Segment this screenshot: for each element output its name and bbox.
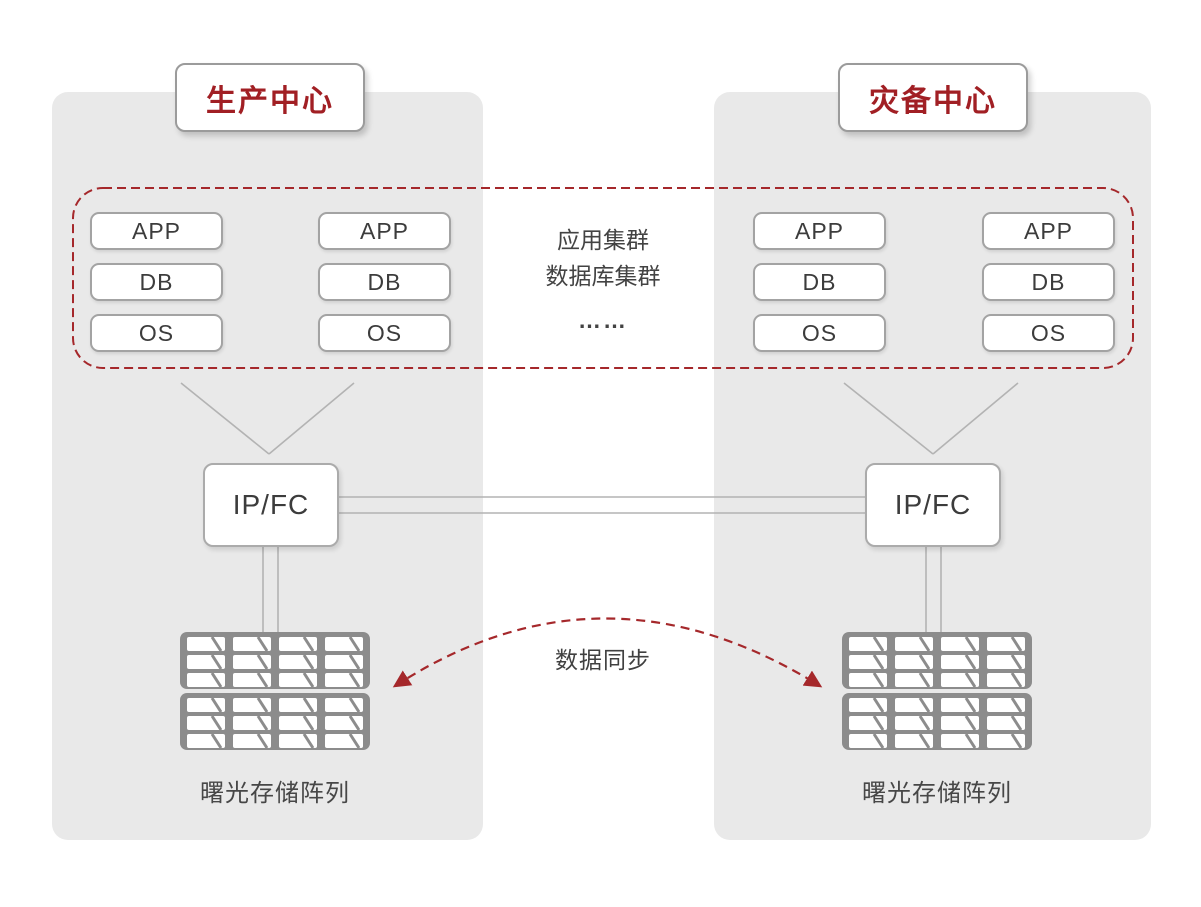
- prod-node2-os-box: OS: [318, 314, 451, 352]
- prod-node1-app-label: APP: [131, 217, 182, 244]
- production-center-title: 生产中心: [175, 63, 365, 132]
- prod-node2-db-box: DB: [318, 263, 451, 301]
- dr-node2-os-label: OS: [1030, 319, 1067, 346]
- prod-node2-os-label: OS: [366, 319, 403, 346]
- dr-node1-app-label: APP: [794, 217, 845, 244]
- prod-node1-db-label: DB: [139, 268, 174, 295]
- production-center-title-label: 生产中心: [206, 84, 334, 118]
- disaster-recovery-title-label: 灾备中心: [869, 84, 997, 118]
- prod-node2-app-label: APP: [359, 217, 410, 244]
- dr-node1-db-box: DB: [753, 263, 886, 301]
- prod-ipfc-switch-box: IP/FC: [203, 463, 339, 547]
- dr-node1-db-label: DB: [802, 268, 837, 295]
- prod-ipfc-switch-label: IP/FC: [232, 489, 310, 520]
- disaster-recovery-title: 灾备中心: [838, 63, 1028, 132]
- dr-node2-app-label: APP: [1023, 217, 1074, 244]
- prod-node1-os-box: OS: [90, 314, 223, 352]
- dr-node2-app-box: APP: [982, 212, 1115, 250]
- dr-node1-app-box: APP: [753, 212, 886, 250]
- cluster-note-line1: 应用集群: [557, 227, 649, 253]
- prod-node1-app-box: APP: [90, 212, 223, 250]
- prod-node1-db-box: DB: [90, 263, 223, 301]
- cluster-note: 应用集群 数据库集群 ……: [463, 222, 743, 338]
- prod-node1-os-label: OS: [138, 319, 175, 346]
- prod-storage-label: 曙光存储阵列: [200, 780, 350, 807]
- dr-node2-os-box: OS: [982, 314, 1115, 352]
- dr-node2-db-box: DB: [982, 263, 1115, 301]
- prod-storage-array-icon: [180, 632, 370, 750]
- dr-node2-db-label: DB: [1031, 268, 1066, 295]
- cluster-note-ellipsis: ……: [578, 307, 628, 333]
- dr-node1-os-box: OS: [753, 314, 886, 352]
- dr-node1-os-label: OS: [801, 319, 838, 346]
- dr-ipfc-switch-label: IP/FC: [894, 489, 972, 520]
- cluster-note-line2: 数据库集群: [545, 263, 661, 289]
- dr-storage-label: 曙光存储阵列: [862, 780, 1012, 807]
- dr-ipfc-switch-box: IP/FC: [865, 463, 1001, 547]
- dr-storage-array-icon: [842, 632, 1032, 750]
- prod-node2-app-box: APP: [318, 212, 451, 250]
- data-sync-label: 数据同步: [555, 647, 651, 673]
- prod-node2-db-label: DB: [367, 268, 402, 295]
